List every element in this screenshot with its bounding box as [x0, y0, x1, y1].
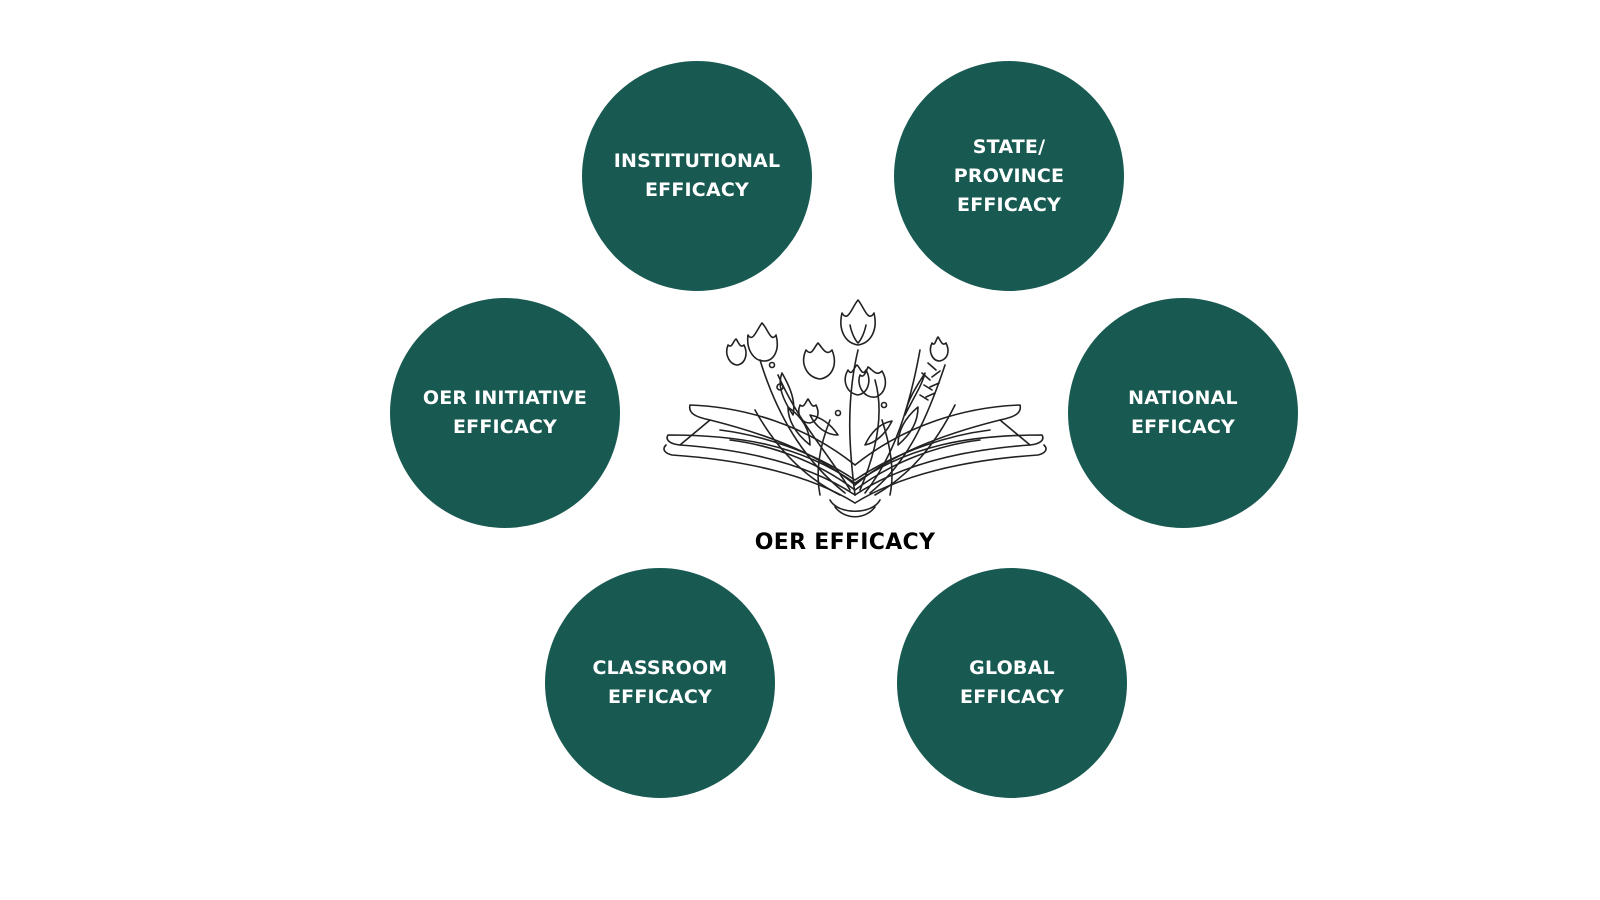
- center-title: OER EFFICACY: [754, 530, 936, 555]
- node-global-efficacy: GLOBAL EFFICACY: [897, 568, 1127, 798]
- node-label: GLOBAL EFFICACY: [960, 657, 1064, 708]
- node-oer-initiative-efficacy: OER INITIATIVE EFFICACY: [390, 298, 620, 528]
- node-institutional-efficacy: INSTITUTIONAL EFFICACY: [582, 61, 812, 291]
- node-label: NATIONAL EFFICACY: [1128, 387, 1238, 438]
- node-label: INSTITUTIONAL EFFICACY: [613, 150, 781, 201]
- node-national-efficacy: NATIONAL EFFICACY: [1068, 298, 1298, 528]
- node-label: OER INITIATIVE EFFICACY: [422, 387, 588, 438]
- node-label: CLASSROOM EFFICACY: [592, 657, 728, 708]
- node-classroom-efficacy: CLASSROOM EFFICACY: [545, 568, 775, 798]
- node-label: STATE/ PROVINCE EFFICACY: [953, 135, 1065, 216]
- node-state-province-efficacy: STATE/ PROVINCE EFFICACY: [894, 61, 1124, 291]
- open-book-with-flowers-icon: [663, 299, 1047, 518]
